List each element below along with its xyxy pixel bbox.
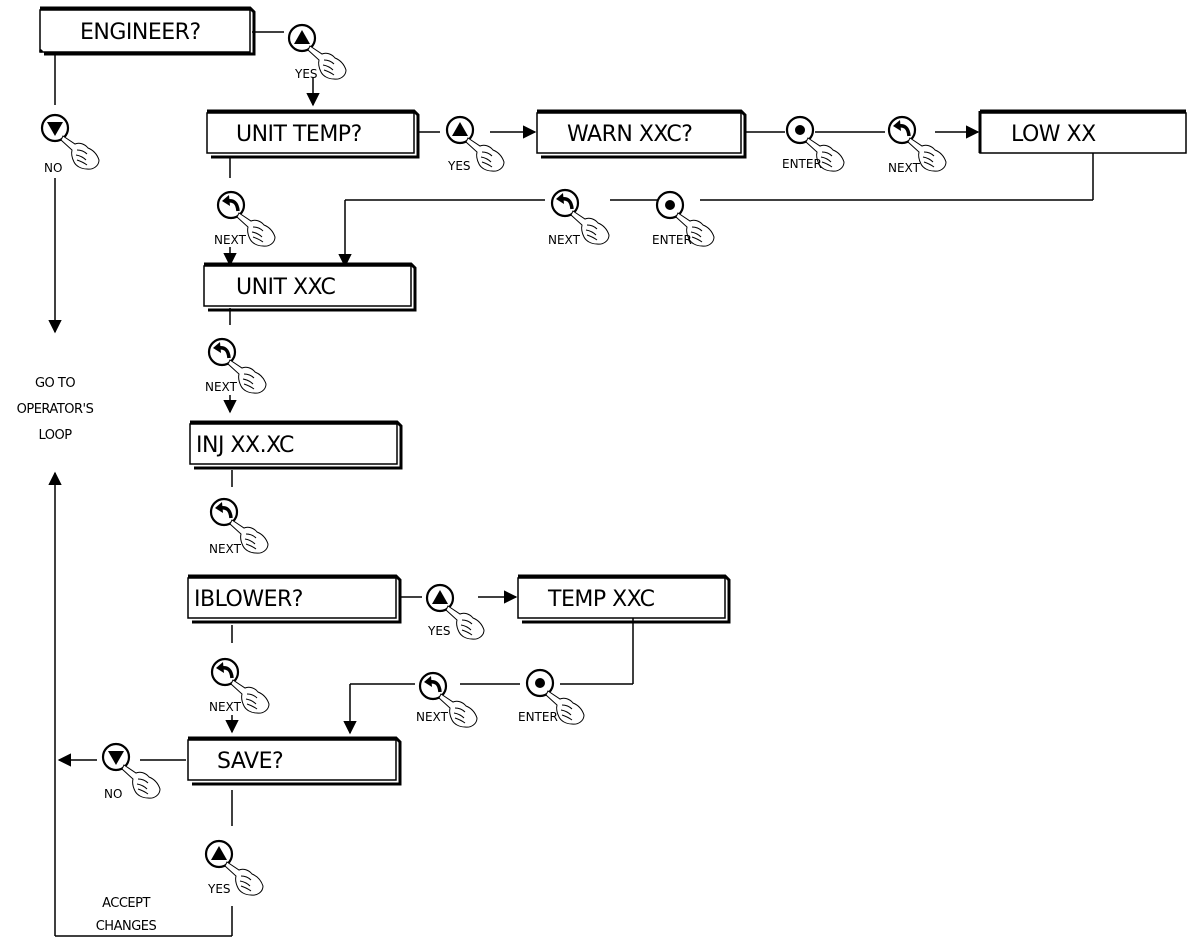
svg-text:GO TO: GO TO [35,376,75,391]
temp-label: TEMP XXC [547,587,655,612]
next-label: NEXT [548,233,581,247]
warn-label: WARN XXC? [567,122,692,147]
svg-text:LOOP: LOOP [38,428,72,443]
yes-label: YES [207,882,231,896]
low-label: LOW XX [1011,122,1096,147]
iblower-label: IBLOWER? [194,587,303,612]
next-label: NEXT [209,700,242,714]
box-inj: INJ XX.XC [189,420,403,470]
up-button-iblower: YES [427,585,484,639]
next-label: NEXT [205,380,238,394]
box-unit-xxc: UNIT XXC [203,262,417,312]
down-button-engineer: NO [42,115,99,175]
unit-xxc-label: UNIT XXC [236,275,336,300]
unit-temp-label: UNIT TEMP? [236,122,362,147]
next-button-temp: NEXT [416,673,477,727]
up-button-unit-temp: YES [447,117,504,173]
next-label: NEXT [416,710,449,724]
svg-text:CHANGES: CHANGES [96,919,157,934]
no-label: NO [104,787,122,801]
svg-text:OPERATOR'S: OPERATOR'S [17,402,94,417]
enter-label: ENTER [782,157,822,171]
box-unit-temp: UNIT TEMP? [206,109,420,159]
enter-button-temp: ENTER [518,670,584,724]
yes-label: YES [447,159,471,173]
engineer-label: ENGINEER? [80,20,201,45]
next-button-unit-temp: NEXT [214,192,275,247]
down-button-save: NO [103,744,160,801]
next-button-low: NEXT [548,190,609,247]
box-warn: WARN XXC? [536,109,747,159]
enter-label: ENTER [652,233,692,247]
enter-label: ENTER [518,710,558,724]
svg-text:ACCEPT: ACCEPT [102,896,150,911]
box-temp: TEMP XXC [517,574,731,624]
enter-button-low: ENTER [652,192,714,247]
yes-label: YES [294,67,318,81]
box-iblower: IBLOWER? [187,574,402,624]
next-label: NEXT [888,161,921,175]
enter-button-warn: ENTER [782,117,844,171]
accept-changes: ACCEPT CHANGES [96,896,157,934]
up-button-engineer: YES [289,25,346,81]
up-button-save: YES [206,841,263,896]
box-save: SAVE? [187,736,402,786]
yes-label: YES [427,624,451,638]
next-label: NEXT [209,542,242,556]
save-label: SAVE? [217,749,283,774]
next-label: NEXT [214,233,247,247]
inj-label: INJ XX.XC [196,433,294,458]
next-button-iblower: NEXT [209,659,269,714]
connector-lines [48,31,1094,937]
next-button-warn: NEXT [888,117,946,175]
goto-operators-loop: GO TO OPERATOR'S LOOP [17,376,94,443]
next-button-unit-xxc: NEXT [205,339,266,394]
box-low: LOW XX [978,109,1187,154]
box-engineer: ENGINEER? [38,6,256,56]
no-label: NO [44,161,62,175]
next-button-inj: NEXT [209,499,268,556]
